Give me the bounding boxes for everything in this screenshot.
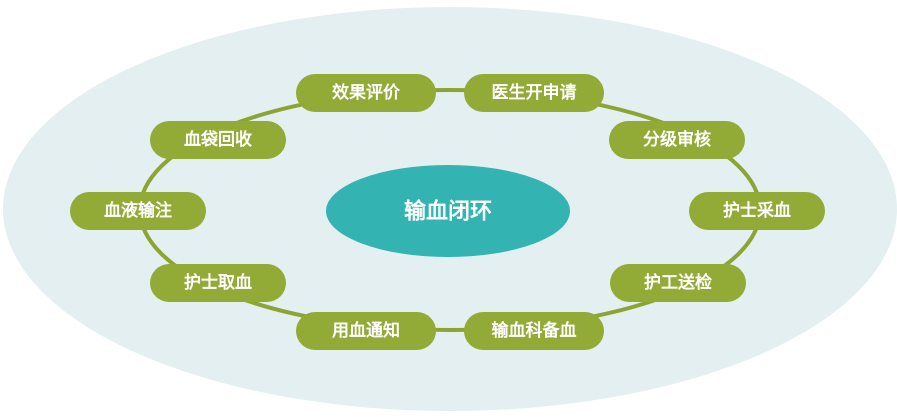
center-ellipse [326,165,570,257]
node-label: 输血科备血 [492,320,577,341]
node-nurse-pickup: 护士取血 [150,264,286,302]
node-doctor-request: 医生开申请 [464,74,604,112]
node-label: 护士取血 [184,272,252,293]
node-label: 护工送检 [644,272,712,293]
node-label: 血液输注 [104,200,172,221]
node-label: 分级审核 [643,129,711,150]
node-bag-recycle: 血袋回收 [150,121,286,159]
node-nurse-blood-draw: 护士采血 [689,192,825,230]
node-label: 医生开申请 [492,82,577,103]
node-label: 血袋回收 [184,129,252,150]
node-label: 效果评价 [332,82,401,103]
center-hub: 输血闭环 [326,165,570,257]
center-label: 输血闭环 [404,199,492,225]
node-worker-delivery: 护工送检 [610,264,746,302]
node-blood-bank-prep: 输血科备血 [464,312,604,350]
node-usage-notice: 用血通知 [296,312,436,350]
node-label: 用血通知 [332,320,400,341]
node-graded-review: 分级审核 [609,121,745,159]
node-transfusion: 血液输注 [70,192,206,230]
node-label: 护士采血 [723,200,791,221]
cycle-nodes: 医生开申请 分级审核 护士采血 护工送检 输血科备血 用血通知 [70,74,825,350]
node-effect-evaluation: 效果评价 [296,74,436,112]
